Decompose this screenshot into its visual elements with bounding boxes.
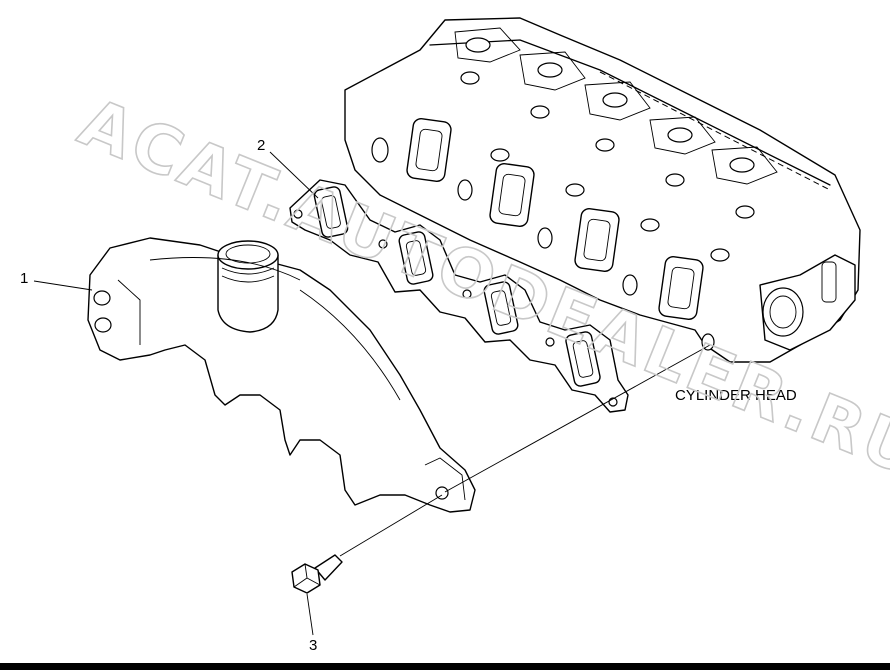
callout-3: 3 — [306, 593, 317, 654]
alignment-lines — [339, 344, 711, 557]
manifold-gasket — [289, 179, 629, 413]
bottom-border — [0, 663, 890, 670]
exhaust-ports — [406, 117, 704, 321]
callout-1-number: 1 — [20, 270, 28, 287]
exhaust-manifold — [87, 237, 476, 513]
callout-3-number: 3 — [309, 637, 317, 654]
head-top-bosses — [454, 27, 778, 262]
callout-2: 2 — [257, 137, 319, 199]
cylinder-head — [344, 17, 861, 363]
bolt — [291, 554, 343, 594]
callout-2-number: 2 — [257, 137, 265, 154]
cylinder-head-label: CYLINDER HEAD — [675, 387, 797, 404]
callout-1: 1 — [20, 270, 93, 291]
